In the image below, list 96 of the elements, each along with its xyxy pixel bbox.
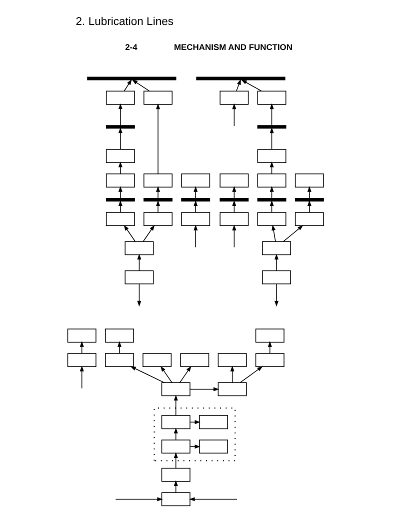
- node-box: [294, 174, 324, 188]
- arrow: [173, 480, 178, 493]
- node-box: [262, 270, 290, 284]
- cluster: [153, 407, 236, 462]
- arrow: [173, 394, 178, 416]
- node-box: [219, 174, 248, 188]
- node-box: [105, 149, 134, 163]
- node-box: [294, 212, 324, 226]
- node-box: [180, 212, 210, 226]
- arrow: [274, 284, 278, 307]
- node-box: [198, 440, 228, 454]
- arrow: [306, 200, 311, 213]
- arrow: [118, 127, 122, 150]
- label: MECHANISM AND FUNCTION: [174, 42, 292, 52]
- arrow: [267, 341, 272, 354]
- node-box: [217, 353, 246, 368]
- arrow: [240, 80, 262, 92]
- node-box: [104, 328, 134, 343]
- node-bar: [143, 198, 172, 202]
- node-box: [66, 353, 96, 368]
- arrow: [131, 80, 150, 92]
- arrow: [274, 254, 278, 271]
- node-bar: [294, 198, 324, 202]
- node-box: [66, 328, 96, 343]
- node-bar: [196, 76, 285, 80]
- arrow: [189, 387, 219, 392]
- arrow: [116, 341, 121, 354]
- node-box: [254, 353, 284, 368]
- arrow: [123, 224, 136, 242]
- node-bar: [256, 125, 286, 129]
- arrow: [156, 186, 160, 199]
- node-bar: [219, 198, 248, 202]
- node-box: [124, 241, 154, 256]
- node-box: [256, 149, 286, 163]
- arrow: [306, 186, 311, 199]
- arrow: [118, 200, 122, 213]
- node-box: [198, 415, 228, 430]
- node-box: [104, 353, 134, 368]
- arrow: [282, 225, 303, 242]
- node-box: [160, 382, 190, 396]
- node-box: [180, 353, 209, 368]
- arrow: [235, 79, 240, 92]
- node-box: [142, 353, 172, 368]
- node-box: [143, 90, 172, 105]
- arrow: [156, 103, 160, 174]
- node-bar: [86, 76, 176, 80]
- node-box: [256, 212, 286, 226]
- arrow: [269, 103, 274, 126]
- arrow: [118, 186, 122, 199]
- arrow: [188, 497, 237, 502]
- node-box: [217, 382, 246, 396]
- node-bar: [105, 198, 134, 202]
- arrow: [232, 224, 236, 248]
- arrow: [114, 497, 162, 502]
- node-box: [219, 212, 248, 226]
- arrow: [173, 428, 178, 440]
- node-box: [160, 492, 190, 506]
- node-bar: [180, 198, 210, 202]
- label: 2-4: [124, 42, 137, 52]
- node-box: [105, 90, 134, 105]
- arrow: [156, 200, 160, 213]
- node-bar: [105, 125, 134, 129]
- node-bar: [256, 198, 286, 202]
- arrow: [142, 224, 154, 242]
- arrow: [179, 366, 191, 383]
- node-box: [105, 174, 134, 188]
- node-box: [160, 468, 190, 482]
- diagram-title: 2. Lubrication Lines: [75, 16, 173, 28]
- node-box: [143, 212, 172, 226]
- arrow: [118, 103, 122, 126]
- node-box: [160, 415, 190, 430]
- arrow: [189, 444, 200, 449]
- arrow: [271, 224, 276, 242]
- node-box: [262, 241, 290, 256]
- node-box: [254, 328, 284, 343]
- arrow: [160, 366, 172, 383]
- node-box: [180, 174, 210, 188]
- arrow: [173, 452, 178, 468]
- arrow: [269, 127, 274, 150]
- node-box: [256, 90, 286, 105]
- arrow: [193, 224, 198, 248]
- arrow: [232, 103, 236, 126]
- arrow: [136, 284, 141, 307]
- node-box: [143, 174, 172, 188]
- arrow: [130, 366, 164, 384]
- arrow: [136, 254, 141, 271]
- node-box: [219, 90, 248, 105]
- arrow: [118, 162, 122, 174]
- arrow: [239, 366, 262, 383]
- node-box: [124, 270, 154, 284]
- node-box: [105, 212, 134, 226]
- arrow: [123, 79, 132, 92]
- node-box: [160, 440, 190, 454]
- arrow: [230, 366, 234, 383]
- node-box: [256, 174, 286, 188]
- arrow: [79, 366, 84, 389]
